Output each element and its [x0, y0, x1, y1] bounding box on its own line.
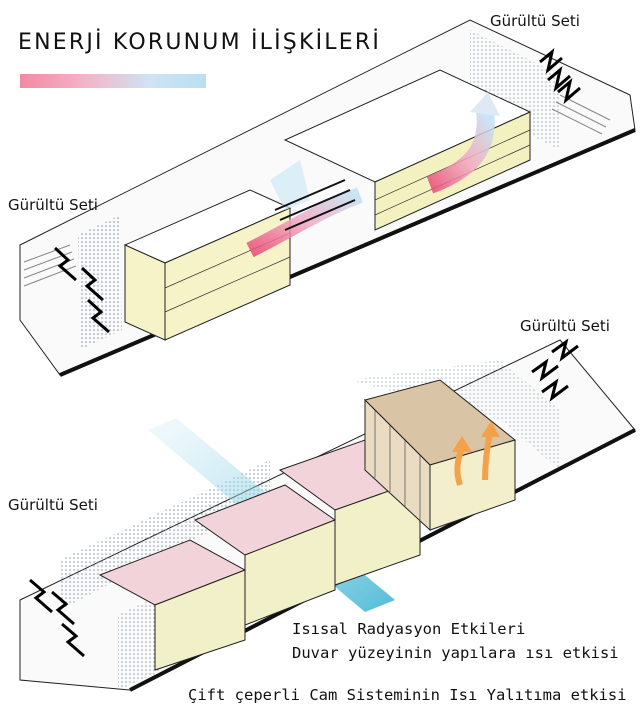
caption-double-glazing: Çift çeperli Cam Sisteminin Isı Yalıtıma…: [188, 686, 627, 704]
noise-zigzag-icon: [53, 48, 581, 334]
noise-barrier-label-top-right: Gürültü Seti: [490, 12, 580, 30]
caption-thermal-radiation: Isısal Radyasyon Etkileri: [292, 620, 526, 638]
noise-zigzag-icon: [29, 338, 579, 658]
noise-barrier-label-mid-right: Gürültü Seti: [520, 317, 610, 335]
top-building: [19, 19, 636, 377]
noise-barrier-label-bottom-left: Gürültü Seti: [8, 496, 98, 514]
temperature-gradient-bar: [20, 74, 206, 88]
diagram-title: ENERJİ KORUNUM İLİŞKİLERİ: [18, 30, 382, 55]
heat-arrow-icon: [452, 421, 500, 486]
noise-barrier-label-top-left: Gürültü Seti: [8, 196, 98, 214]
bottom-buildings: [19, 339, 636, 692]
caption-wall-heat: Duvar yüzeyinin yapılara ısı etkisi: [292, 644, 619, 662]
